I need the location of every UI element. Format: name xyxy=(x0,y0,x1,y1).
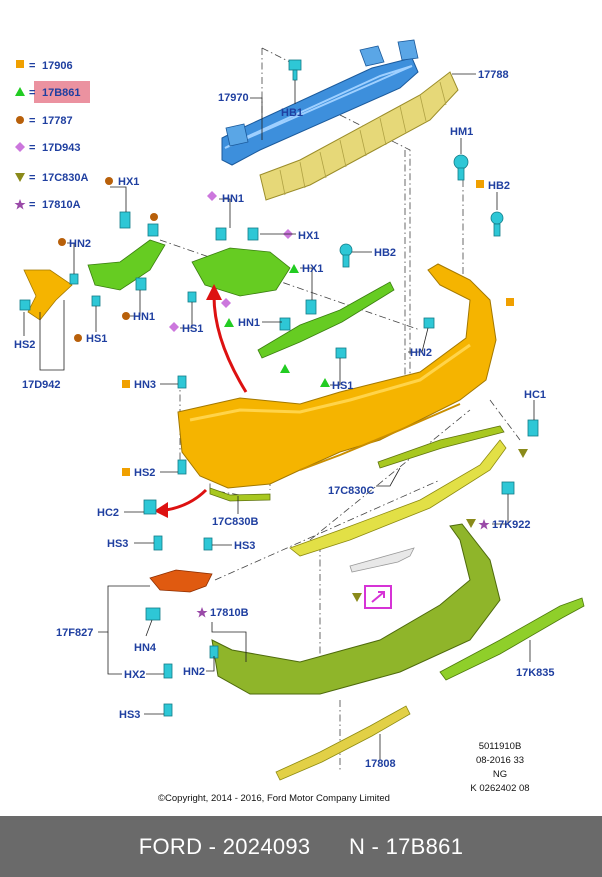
legend-triangle-down-icon xyxy=(15,173,25,182)
footer-part: 17B861 xyxy=(385,833,464,859)
legend-eq-5: = xyxy=(29,172,35,184)
bumper-reinforcement-17C830C xyxy=(377,425,505,469)
legend-code-4: 17D943 xyxy=(42,142,81,154)
bumper-beam xyxy=(221,39,419,166)
label-hs3-right: HS3 xyxy=(234,540,255,552)
callout-labels: 17970 HB1 17788 HM1 HB2 HB2 HX1 HN1 HX1 … xyxy=(14,69,555,770)
label-hn2-lower: HN2 xyxy=(183,666,205,678)
bumper-reinforcement-17C830B xyxy=(209,487,271,502)
legend-eq-6: = xyxy=(29,199,35,211)
footer-number: 2024093 xyxy=(222,833,311,859)
label-17c830b: 17C830B xyxy=(212,516,259,528)
legend-code-6: 17810A xyxy=(42,199,81,211)
legend-eq-3: = xyxy=(29,115,35,127)
label-17k922: 17K922 xyxy=(492,519,531,531)
label-hs1-center: HS1 xyxy=(182,323,203,335)
copyright-text: ©Copyright, 2014 - 2016, Ford Motor Comp… xyxy=(158,793,390,804)
label-hx1-right: HX1 xyxy=(302,263,323,275)
label-hc1: HC1 xyxy=(524,389,546,401)
legend-diamond-icon xyxy=(15,142,25,152)
left-bracket-green xyxy=(87,239,291,297)
label-17808: 17808 xyxy=(365,758,396,770)
label-17d942: 17D942 xyxy=(22,379,61,391)
label-hc2: HC2 xyxy=(97,507,119,519)
lower-skirt xyxy=(211,523,501,695)
footer-brand: FORD xyxy=(138,833,203,859)
label-hs2-center: HS2 xyxy=(134,467,155,479)
reflector xyxy=(349,547,415,573)
label-hs3-left: HS3 xyxy=(107,538,128,550)
diagram-meta: 5011910B 08-2016 33 NG K 0262402 08 xyxy=(470,741,529,794)
label-hs2-left: HS2 xyxy=(14,339,35,351)
footer-sep: - xyxy=(202,833,223,859)
legend-eq-4: = xyxy=(29,142,35,154)
label-17f827: 17F827 xyxy=(56,627,93,639)
left-bracket-17D942 xyxy=(23,269,73,321)
legend-highlight xyxy=(34,81,90,103)
legend-circle-icon xyxy=(16,116,24,124)
lamp-17F827 xyxy=(149,569,213,593)
lower-bracket-17808 xyxy=(275,705,411,781)
label-17k835: 17K835 xyxy=(516,667,555,679)
label-hm1: HM1 xyxy=(450,126,473,138)
label-hs1-right: HS1 xyxy=(332,380,353,392)
side-guide-strip xyxy=(257,281,395,359)
legend-square-icon xyxy=(16,60,24,68)
energy-absorber xyxy=(259,71,459,201)
red-arrows xyxy=(154,284,248,518)
label-hs3-lower: HS3 xyxy=(119,709,140,721)
bumper-cover xyxy=(177,263,497,489)
label-17810b: 17810B xyxy=(210,607,249,619)
legend-code-5: 17C830A xyxy=(42,172,89,184)
label-hn1-center: HN1 xyxy=(238,317,260,329)
label-hb2-right: HB2 xyxy=(488,180,510,192)
label-hn2-right: HN2 xyxy=(410,347,432,359)
legend-eq-2: = xyxy=(29,87,35,99)
legend-code-2: 17B861 xyxy=(42,87,81,99)
label-hx1-center: HX1 xyxy=(298,230,319,242)
label-hn1-top: HN1 xyxy=(222,193,244,205)
label-hx2: HX2 xyxy=(124,669,145,681)
meta-line-1: 5011910B xyxy=(479,741,522,752)
footer-prefix: N - xyxy=(348,833,386,859)
label-hn1-left: HN1 xyxy=(133,311,155,323)
legend-eq-1: = xyxy=(29,60,35,72)
leader-lines xyxy=(23,73,535,760)
part-number-footer: FORD - 2024093 N - 17B861 xyxy=(0,816,602,877)
legend: = 17906 = 17B861 = 17787 = 17D943 = 17C8… xyxy=(14,60,90,211)
label-hn3: HN3 xyxy=(134,379,156,391)
view-marker xyxy=(364,585,392,609)
parts-diagram: = 17906 = 17B861 = 17787 = 17D943 = 17C8… xyxy=(14,39,585,804)
label-hn2-left: HN2 xyxy=(69,238,91,250)
label-hx1-left: HX1 xyxy=(118,176,139,188)
label-hn4: HN4 xyxy=(134,642,157,654)
label-hb2-center: HB2 xyxy=(374,247,396,259)
label-hs1-left: HS1 xyxy=(86,333,107,345)
legend-star-icon xyxy=(14,199,26,210)
label-hb1: HB1 xyxy=(281,107,303,119)
meta-line-3: NG xyxy=(493,769,507,780)
legend-triangle-icon xyxy=(15,87,25,96)
side-molding-17K835 xyxy=(439,597,585,681)
label-17788: 17788 xyxy=(478,69,509,81)
legend-code-1: 17906 xyxy=(42,60,73,72)
legend-code-3: 17787 xyxy=(42,115,73,127)
markers xyxy=(58,177,528,618)
footer-gap xyxy=(310,834,348,860)
label-17970: 17970 xyxy=(218,92,249,104)
meta-line-2: 08-2016 33 xyxy=(476,755,524,766)
meta-line-4: K 0262402 08 xyxy=(470,783,529,794)
clips xyxy=(19,59,539,717)
label-17c830c: 17C830C xyxy=(328,485,375,497)
lower-trim xyxy=(289,439,507,557)
